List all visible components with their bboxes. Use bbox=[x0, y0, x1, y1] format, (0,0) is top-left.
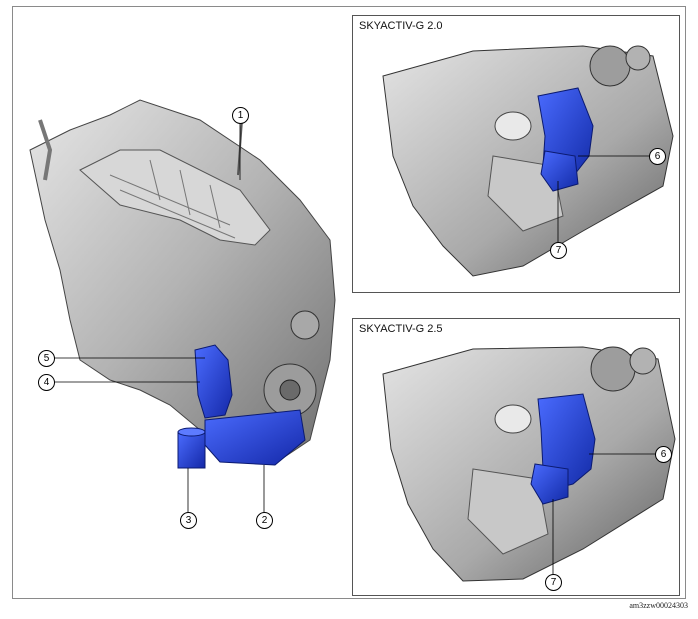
detail-2-0-illustration bbox=[382, 45, 674, 277]
valve-cover bbox=[79, 149, 271, 246]
oil-filter bbox=[177, 431, 206, 469]
callout-2: 2 bbox=[256, 512, 273, 529]
oil-pump-main bbox=[194, 344, 233, 419]
detail-2-5-illustration bbox=[382, 346, 676, 582]
panel-skyactiv-g-2-5: SKYACTIV-G 2.5 6 7 bbox=[352, 318, 680, 596]
panel-title-2-0: SKYACTIV-G 2.0 bbox=[359, 20, 443, 32]
panel-title-2-5: SKYACTIV-G 2.5 bbox=[359, 323, 443, 335]
oil-pan bbox=[204, 409, 306, 466]
callout-7-top: 7 bbox=[550, 242, 567, 259]
callout-5: 5 bbox=[38, 350, 55, 367]
callout-4: 4 bbox=[38, 374, 55, 391]
callout-1: 1 bbox=[232, 107, 249, 124]
oil-strainer-2-0 bbox=[540, 150, 579, 192]
callout-7-bottom: 7 bbox=[545, 574, 562, 591]
oil-strainer-2-5 bbox=[530, 463, 569, 505]
oil-pump-2-5 bbox=[537, 393, 596, 490]
callout-6-bottom: 6 bbox=[655, 446, 672, 463]
callout-3: 3 bbox=[180, 512, 197, 529]
image-id-label: am3zzw00024303 bbox=[629, 601, 688, 610]
callout-6-top: 6 bbox=[649, 148, 666, 165]
panel-skyactiv-g-2-0: SKYACTIV-G 2.0 6 7 bbox=[352, 15, 680, 293]
